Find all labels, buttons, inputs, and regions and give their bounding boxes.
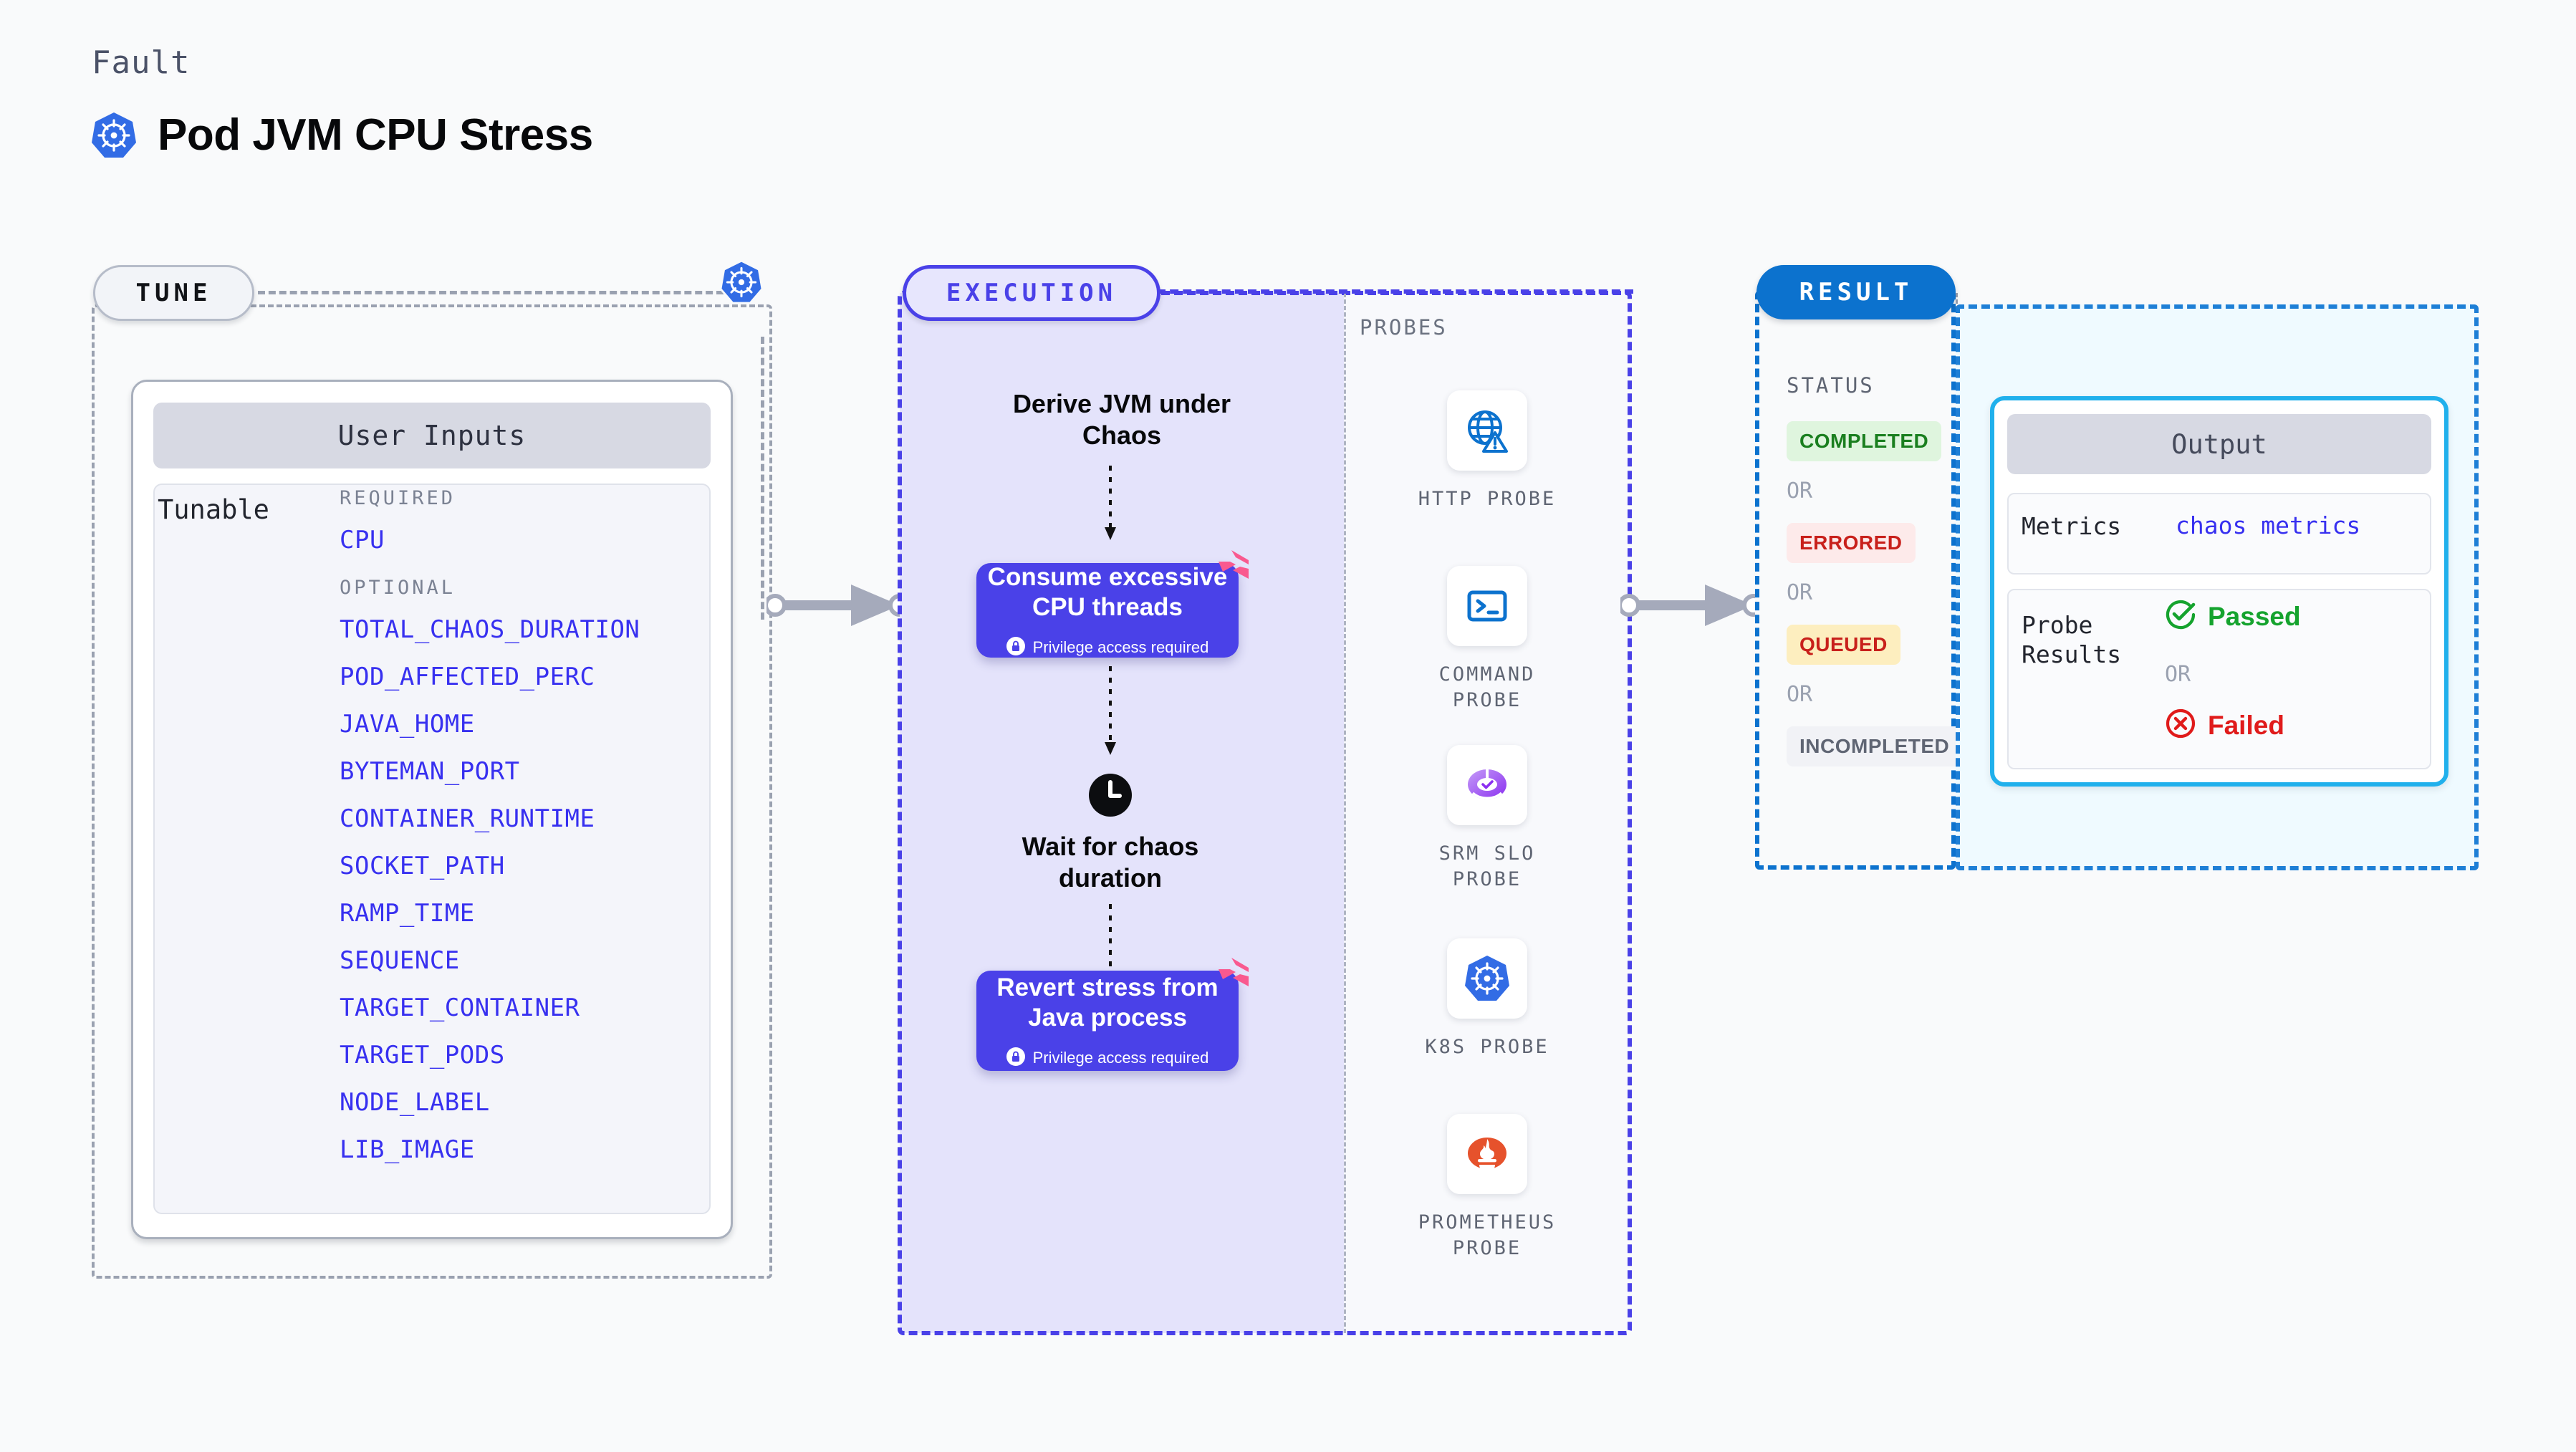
execution-card-title: Consume excessive CPU threads: [987, 562, 1228, 621]
status-or-3: OR: [1787, 682, 1813, 707]
page-title-row: Pod JVM CPU Stress: [92, 110, 593, 160]
status-title: STATUS: [1787, 373, 1875, 398]
tunable-item-target-container[interactable]: TARGET_CONTAINER: [340, 994, 580, 1022]
tunable-item-pod-affected-perc[interactable]: POD_AFFECTED_PERC: [340, 663, 595, 691]
metrics-value-link[interactable]: chaos metrics: [2176, 511, 2361, 539]
tunable-body: [153, 484, 711, 1214]
tunable-parameter-list: REQUIRED CPU OPTIONAL TOTAL_CHAOS_DURATI…: [340, 487, 698, 1185]
tune-dashed-connector: [258, 291, 724, 294]
result-panel: [1755, 291, 1956, 870]
execution-tab[interactable]: EXECUTION: [903, 265, 1160, 321]
privilege-note: Privilege access required: [1032, 1049, 1209, 1067]
flow-connector-2: [1105, 666, 1116, 755]
optional-heading: OPTIONAL: [340, 577, 456, 599]
probe-label: PROMETHEUS PROBE: [1418, 1211, 1557, 1260]
tunable-item-container-runtime[interactable]: CONTAINER_RUNTIME: [340, 804, 595, 833]
probe-command[interactable]: COMMAND PROBE: [1416, 566, 1559, 714]
privilege-note: Privilege access required: [1032, 638, 1209, 656]
execution-card-title: Revert stress from Java process: [996, 973, 1219, 1032]
tune-panel: [92, 304, 772, 1279]
failed-label: Failed: [2208, 710, 2284, 740]
probe-result-or: OR: [2165, 662, 2191, 687]
privilege-row: Privilege access required: [1006, 1047, 1209, 1069]
arrow-right-icon: [766, 585, 910, 626]
probe-label: COMMAND PROBE: [1438, 663, 1536, 712]
prometheus-icon: [1447, 1114, 1527, 1194]
tunable-item-socket-path[interactable]: SOCKET_PATH: [340, 852, 505, 880]
harness-chaos-badge-icon: [1211, 547, 1251, 591]
probe-prometheus[interactable]: PROMETHEUS PROBE: [1416, 1114, 1559, 1262]
tunable-item-java-home[interactable]: JAVA_HOME: [340, 710, 475, 739]
slo-gauge-icon: [1447, 745, 1527, 825]
lock-icon: [1006, 1047, 1025, 1069]
probe-result-passed: Passed: [2165, 599, 2301, 634]
privilege-row: Privilege access required: [1006, 636, 1209, 659]
probe-label: K8S PROBE: [1425, 1036, 1549, 1058]
probe-result-failed: Failed: [2165, 708, 2284, 743]
required-heading: REQUIRED: [340, 487, 456, 509]
globe-warning-icon: [1447, 390, 1527, 471]
kubernetes-logo-icon: [719, 259, 764, 308]
status-or-1: OR: [1787, 479, 1813, 504]
metrics-row: [2007, 493, 2431, 574]
probe-results-key-label: Probe Results: [2022, 611, 2122, 669]
tunable-item-byteman-port[interactable]: BYTEMAN_PORT: [340, 757, 520, 786]
status-badge-completed: COMPLETED: [1787, 421, 1942, 461]
tune-tab[interactable]: TUNE: [93, 265, 254, 321]
probes-title: PROBES: [1360, 315, 1448, 340]
probes-divider: [1344, 293, 1346, 1333]
clock-icon: [1087, 772, 1133, 822]
status-badge-queued: QUEUED: [1787, 625, 1900, 665]
page-title: Pod JVM CPU Stress: [158, 110, 593, 160]
probe-srm-slo[interactable]: SRM SLO PROBE: [1416, 745, 1559, 893]
flow-connector-1: [1105, 466, 1116, 540]
tune-k8s-dashed-line: [761, 337, 764, 620]
harness-chaos-badge-icon: [1211, 955, 1251, 999]
kubernetes-logo-icon: [1447, 938, 1527, 1019]
execution-step-wait-chaos: Wait for chaos duration: [1022, 832, 1199, 893]
tunable-label: Tunable: [158, 494, 269, 525]
tunable-item-ramp-time[interactable]: RAMP_TIME: [340, 899, 475, 928]
tunable-item-sequence[interactable]: SEQUENCE: [340, 946, 460, 975]
probe-k8s[interactable]: K8S PROBE: [1416, 938, 1559, 1060]
lock-icon: [1006, 636, 1025, 659]
tunable-item-target-pods[interactable]: TARGET_PODS: [340, 1041, 505, 1069]
page-header: Fault Pod JVM CPU Stress: [92, 44, 593, 160]
metrics-key-label: Metrics: [2022, 512, 2122, 540]
probe-label: HTTP PROBE: [1418, 488, 1557, 510]
output-title: Output: [2007, 414, 2431, 474]
execution-dashed-top: [1157, 289, 1633, 294]
result-tab[interactable]: RESULT: [1756, 265, 1956, 319]
terminal-icon: [1447, 566, 1527, 646]
tunable-item-cpu[interactable]: CPU: [340, 526, 385, 554]
probe-label: SRM SLO PROBE: [1438, 842, 1536, 891]
status-badge-errored: ERRORED: [1787, 523, 1916, 563]
tunable-item-node-label[interactable]: NODE_LABEL: [340, 1088, 490, 1117]
tunable-item-total-chaos-duration[interactable]: TOTAL_CHAOS_DURATION: [340, 615, 640, 644]
status-or-2: OR: [1787, 580, 1813, 605]
fault-eyebrow-label: Fault: [92, 44, 191, 81]
probe-results-row: [2007, 589, 2431, 769]
kubernetes-logo-icon: [92, 112, 136, 159]
execution-step-derive-jvm: Derive JVM under Chaos: [1012, 389, 1231, 450]
status-badge-incompleted: INCOMPLETED: [1787, 726, 1963, 766]
user-inputs-title: User Inputs: [153, 403, 711, 468]
probe-http[interactable]: HTTP PROBE: [1416, 390, 1559, 512]
tunable-item-lib-image[interactable]: LIB_IMAGE: [340, 1135, 475, 1164]
check-circle-icon: [2165, 599, 2196, 634]
passed-label: Passed: [2208, 601, 2301, 631]
arrow-right-icon: [1620, 585, 1764, 626]
execution-card-revert-stress[interactable]: Revert stress from Java process Privileg…: [976, 958, 1249, 1071]
x-circle-icon: [2165, 708, 2196, 743]
execution-card-consume-cpu[interactable]: Consume excessive CPU threads Privilege …: [976, 550, 1249, 659]
